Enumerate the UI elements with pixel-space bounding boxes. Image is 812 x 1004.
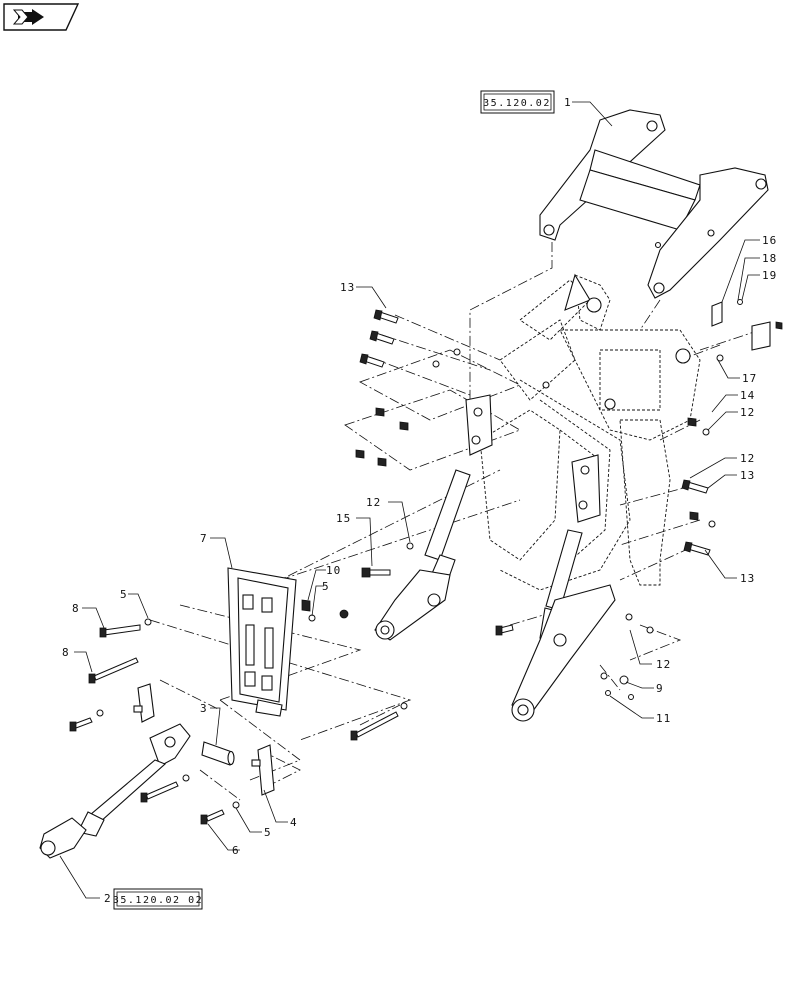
callout-12-lower: 12 (656, 658, 671, 671)
callout-12-center: 12 (366, 496, 381, 509)
callout-2: 2 (104, 892, 112, 905)
callout-13-top: 13 (340, 281, 355, 294)
callout-3: 3 (200, 702, 208, 715)
callout-8-top: 8 (72, 602, 80, 615)
callout-9: 9 (656, 682, 664, 695)
callout-13-lower: 13 (740, 572, 755, 585)
callout-19: 19 (762, 269, 777, 282)
callout-12-right-upper: 12 (740, 406, 755, 419)
callout-6: 6 (232, 844, 240, 857)
bracket-left (133, 683, 155, 723)
pin (201, 741, 235, 766)
fasteners (69, 299, 783, 825)
callout-12-right-middle: 12 (740, 452, 755, 465)
back-arrow-icon (12, 9, 44, 25)
callout-15: 15 (336, 512, 351, 525)
callout-7: 7 (200, 532, 208, 545)
reference-box-2[interactable]: 35.120.02 02 (113, 888, 203, 910)
reference-box-1[interactable]: 35.120.02 (480, 90, 555, 114)
callout-10: 10 (326, 564, 341, 577)
callout-14: 14 (740, 389, 755, 402)
callout-5-left: 5 (120, 588, 128, 601)
callout-18: 18 (762, 252, 777, 265)
top-link (39, 723, 191, 859)
callout-4: 4 (290, 816, 298, 829)
right-lift-arm (511, 454, 616, 722)
callout-16: 16 (762, 234, 777, 247)
left-lift-arm (374, 394, 493, 641)
reference-2-text: 35.120.02 02 (113, 895, 203, 906)
callout-5-center: 5 (322, 580, 330, 593)
callout-8-bottom: 8 (62, 646, 70, 659)
bracket-right (251, 744, 275, 796)
top-cross-frame (539, 109, 769, 299)
main-hitch-frame (479, 273, 701, 591)
leader-lines (59, 101, 760, 899)
callout-17: 17 (742, 372, 757, 385)
callout-13-right: 13 (740, 469, 755, 482)
callout-labels: 1 2 3 4 5 5 5 6 7 8 8 9 10 11 12 12 12 1… (62, 96, 777, 905)
back-nav-button[interactable] (3, 3, 80, 31)
callout-1: 1 (564, 96, 572, 109)
drawbar-plate (227, 567, 297, 717)
callout-11: 11 (656, 712, 671, 725)
reference-1-text: 35.120.02 (483, 98, 551, 109)
callout-5-bottom: 5 (264, 826, 272, 839)
